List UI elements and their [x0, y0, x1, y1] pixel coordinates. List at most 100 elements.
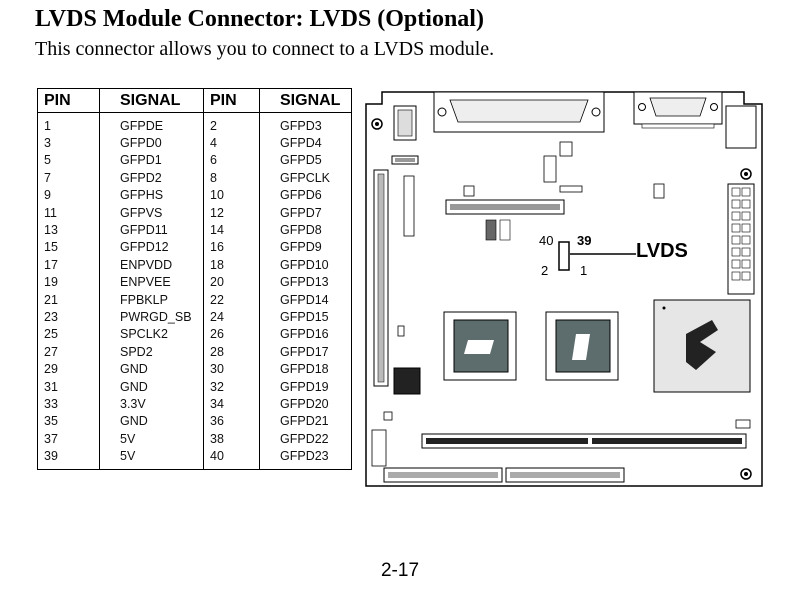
signal-cell: ENPVEE [99, 273, 204, 291]
pin-cell: 28 [203, 343, 260, 361]
pin-cell: 11 [37, 203, 100, 222]
chipset-south [545, 311, 619, 381]
signal-cell: GFPD3 [280, 118, 322, 133]
pin-cell: 33 [37, 395, 100, 413]
page-subtitle: This connector allows you to connect to … [35, 38, 495, 60]
signal-cell: GFPD5 [280, 153, 322, 168]
signal-cell: GFPD12 [99, 238, 204, 257]
signal-cell: GFPD15 [280, 309, 329, 324]
pin-cell: 2 [203, 112, 260, 135]
signal-cell: PWRGD_SB [99, 308, 204, 326]
signal-cell: GFPD2 [99, 169, 204, 187]
signal-cell: GND [99, 412, 204, 431]
table-header-row: PIN SIGNAL PIN SIGNAL [37, 88, 352, 113]
pin-cell: 27 [37, 343, 100, 361]
page-number: 2-17 [380, 560, 420, 581]
signal-cell: GFPD4 [280, 136, 322, 151]
pin-cell: 34 [203, 395, 260, 413]
motherboard-diagram [365, 91, 763, 487]
lvds-pin-1-label: 1 [580, 263, 588, 278]
signal-cell: GFPD13 [280, 275, 329, 290]
pin-cell: 4 [203, 134, 260, 152]
lvds-callout-label: LVDS [636, 240, 688, 262]
pin-cell: 1 [37, 112, 100, 135]
signal-cell: GFPD20 [280, 396, 329, 411]
pin-cell: 13 [37, 221, 100, 239]
lvds-pin-2-label: 2 [541, 263, 549, 278]
pin-cell: 3 [37, 134, 100, 152]
signal-cell: GFPD16 [280, 327, 329, 342]
pin-cell: 21 [37, 290, 100, 309]
signal-cell: GFPHS [99, 186, 204, 204]
lvds-pin-39-label: 39 [577, 233, 592, 248]
pin-cell: 15 [37, 238, 100, 257]
signal-cell: GFPVS [99, 203, 204, 222]
pin-cell: 12 [203, 203, 260, 222]
chipset-north [443, 311, 517, 381]
signal-cell: 5V [99, 430, 204, 448]
signal-cell: SPD2 [99, 343, 204, 361]
signal-cell: GFPD8 [280, 223, 322, 238]
signal-cell: GFPD23 [280, 449, 329, 464]
signal-cell: GFPD18 [280, 362, 329, 377]
cpu-socket [653, 299, 751, 393]
pin-cell: 23 [37, 308, 100, 326]
pin-cell: 38 [203, 430, 260, 448]
pin-cell: 31 [37, 377, 100, 396]
signal-cell: GFPD21 [280, 414, 329, 429]
pin-cell: 24 [203, 308, 260, 326]
signal-cell: ENPVDD [99, 256, 204, 274]
pin-cell: 22 [203, 290, 260, 309]
signal-cell: GFPD6 [280, 188, 322, 203]
signal-cell: 3.3V [99, 395, 204, 413]
signal-cell: GFPCLK [280, 170, 331, 185]
signal-cell: GFPD14 [280, 292, 329, 307]
page-title: LVDS Module Connector: LVDS (Optional) [35, 6, 484, 32]
header-pin-b: PIN [203, 88, 260, 113]
pin-cell: 7 [37, 169, 100, 187]
pin-cell: 5 [37, 151, 100, 170]
pin-cell: 25 [37, 325, 100, 344]
pin-cell: 19 [37, 273, 100, 291]
signal-cell: SPCLK2 [99, 325, 204, 344]
pin-cell: 18 [203, 256, 260, 274]
pin-cell: 37 [37, 430, 100, 448]
pin-cell: 30 [203, 360, 260, 378]
pin-cell: 10 [203, 186, 260, 204]
signal-cell: GFPD9 [280, 240, 322, 255]
pin-cell: 29 [37, 360, 100, 378]
pin-cell: 40 [203, 447, 260, 470]
header-signal-a: SIGNAL [99, 88, 204, 113]
signal-cell: GFPD0 [99, 134, 204, 152]
signal-cell: GND [99, 377, 204, 396]
signal-cell: GFPD7 [280, 205, 322, 220]
signal-cell: GFPD1 [99, 151, 204, 170]
pin-cell: 36 [203, 412, 260, 431]
pin-cell: 20 [203, 273, 260, 291]
signal-cell: GFPD17 [280, 344, 329, 359]
pin-cell: 6 [203, 151, 260, 170]
signal-cell: GFPD22 [280, 431, 329, 446]
signal-cell: GFPD10 [280, 257, 329, 272]
pin-cell: 26 [203, 325, 260, 344]
header-pin-a: PIN [37, 88, 100, 113]
signal-cell: GFPDE [99, 112, 204, 135]
signal-cell: GND [99, 360, 204, 378]
